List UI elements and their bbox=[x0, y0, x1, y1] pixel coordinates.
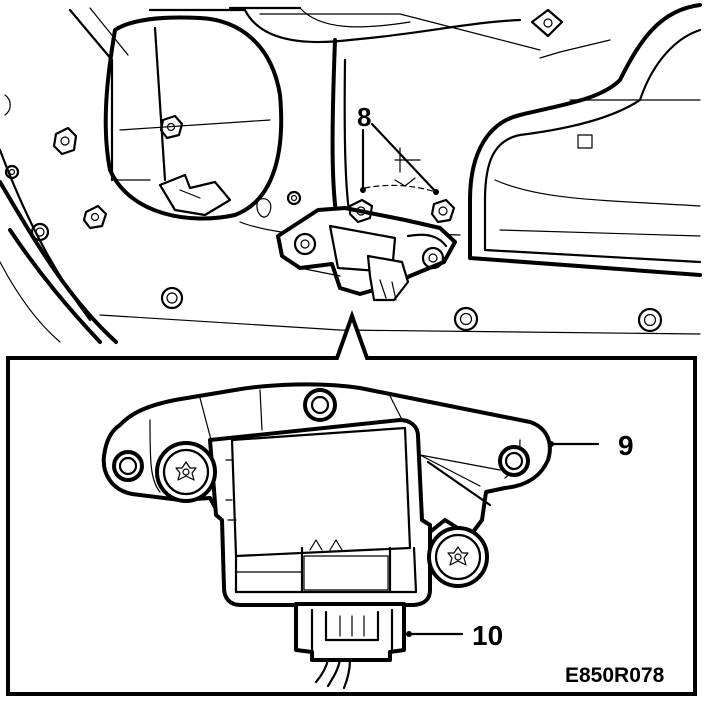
bolt-head-icon bbox=[159, 114, 184, 140]
bracket-hole-top bbox=[303, 388, 337, 422]
torx-screw-left-icon bbox=[155, 441, 217, 503]
bolt-head-icon bbox=[52, 126, 78, 156]
callout-9: 9 bbox=[618, 430, 634, 461]
grommet-icon bbox=[637, 307, 663, 333]
bolt-head-icon bbox=[82, 204, 108, 230]
grommet-icon bbox=[453, 306, 479, 332]
torx-screw-right-icon bbox=[427, 526, 489, 588]
grommet-icon bbox=[160, 286, 184, 310]
mounting-screw-8b bbox=[430, 198, 456, 224]
figure-code: E850R078 bbox=[565, 664, 665, 687]
bracket-hole-right bbox=[498, 445, 530, 477]
sensor-module-detail bbox=[101, 382, 552, 690]
callout-10: 10 bbox=[472, 620, 503, 651]
bolt-head-icon bbox=[286, 190, 302, 206]
callout-8: 8 bbox=[357, 102, 371, 132]
door-panel-overview bbox=[0, 3, 702, 344]
mounting-screw-8a bbox=[348, 198, 374, 224]
bracket-hole-left bbox=[112, 450, 144, 482]
connector-plug bbox=[294, 602, 406, 690]
sensor-module-installed bbox=[276, 147, 457, 302]
module-housing bbox=[208, 418, 432, 607]
